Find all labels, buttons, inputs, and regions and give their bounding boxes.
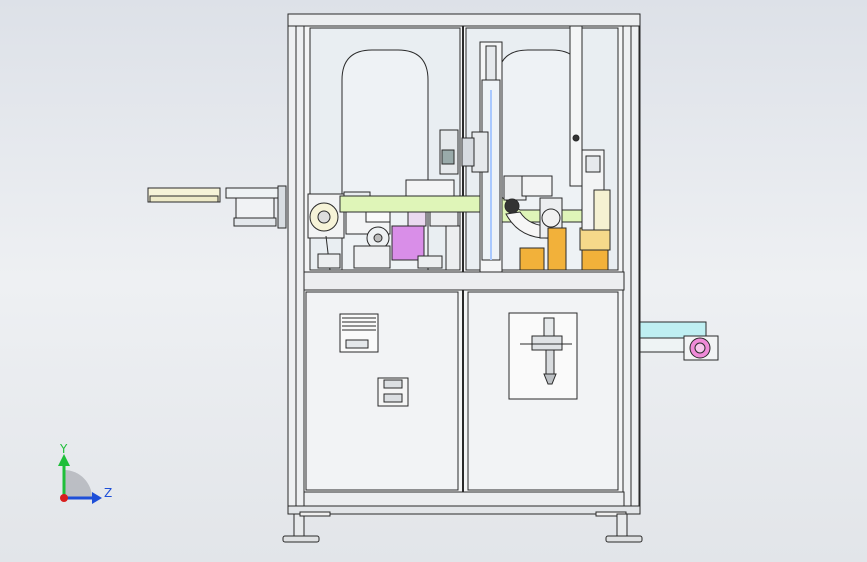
top-rail [287,13,641,27]
control-panel-vent [339,313,379,353]
door-lock [377,377,409,407]
coordinate-triad: Y Z [58,442,112,504]
machine-assembly[interactable] [147,13,719,543]
bottom-rail [303,491,625,507]
schematic-plate [508,312,578,400]
middle-rail [303,271,625,291]
z-arrowhead [92,492,102,504]
right-station-mechanism [461,25,611,273]
x-axis-dot [60,494,68,502]
left-infeed-tray [147,185,287,229]
y-arrowhead [58,454,70,466]
z-axis-label: Z [104,486,112,500]
y-axis-label: Y [59,442,68,456]
leveling-feet [282,511,643,543]
triad-plane-sector [64,470,92,498]
